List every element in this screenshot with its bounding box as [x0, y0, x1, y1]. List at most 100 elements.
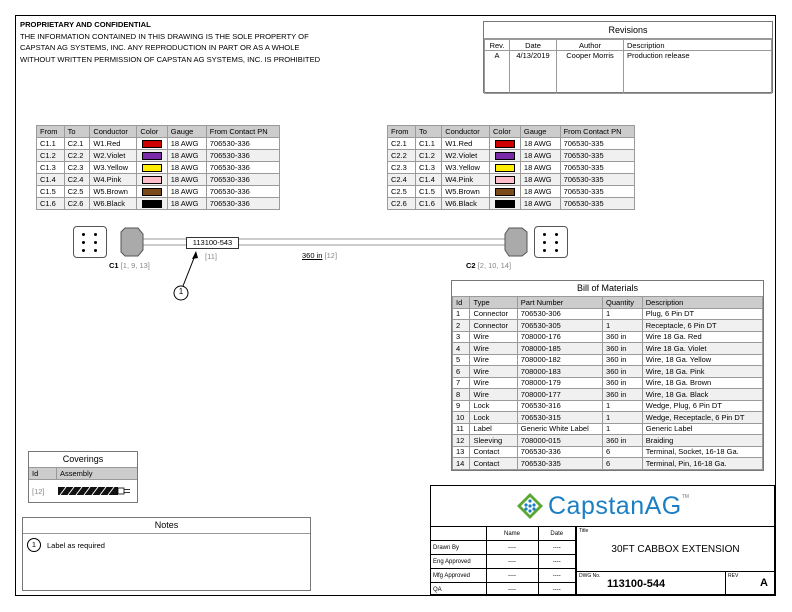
color-swatch — [494, 140, 515, 148]
coverings-header: Id — [29, 468, 57, 479]
wire-color — [489, 197, 521, 210]
title-block: CapstanAG TM Name Date Drawn By ---- ---… — [430, 485, 775, 596]
bom-cell: 9 — [451, 399, 471, 412]
wire-from: C2.2 — [386, 149, 417, 162]
harness-length-value: 360 in — [302, 251, 323, 260]
wire-conductor: W4.Pink — [441, 173, 490, 186]
c1-pin — [94, 233, 97, 236]
c1-pin — [82, 249, 85, 252]
revisions-table: Rev. Date Author Description A 4/13/2019… — [484, 39, 772, 94]
sheet-border — [15, 15, 776, 596]
approval-label: Eng Approved — [431, 554, 487, 569]
bom-cell: Wire, 18 Ga. Pink — [641, 365, 764, 378]
wire-table-header: Conductor — [441, 125, 490, 138]
proprietary-notice: PROPRIETARY AND CONFIDENTIAL THE INFORMA… — [20, 19, 420, 65]
bom-cell: 706530-335 — [516, 457, 604, 470]
approval-name: ---- — [485, 554, 539, 569]
bom-cell: 14 — [451, 457, 471, 470]
wire-pn: 706530-335 — [559, 197, 636, 210]
c1-label: C1 [1, 9, 13] — [109, 261, 150, 270]
drawing-title: 30FT CABBOX EXTENSION — [611, 544, 740, 555]
bom-cell: Lock — [469, 411, 518, 424]
bom-cell: Terminal, Pin, 16-18 Ga. — [641, 457, 764, 470]
bom-cell: Wedge, Receptacle, 6 Pin DT — [641, 411, 764, 424]
c2-connector-body — [504, 227, 528, 257]
callout-arrowhead — [192, 251, 198, 259]
bom-cell: 360 in — [602, 330, 643, 343]
coverings-header-row: Id Assembly — [29, 467, 137, 480]
bom-header: Id — [451, 296, 471, 309]
c1-pin — [82, 241, 85, 244]
revision-cell: 4/13/2019 — [509, 50, 557, 94]
approval-name: ---- — [485, 582, 539, 596]
wire-pn: 706530-336 — [205, 173, 281, 186]
bom-cell: Wire, 18 Ga. Yellow — [641, 353, 764, 366]
bom-cell: 3 — [451, 330, 471, 343]
wire-pn: 706530-336 — [205, 161, 281, 174]
color-swatch — [494, 152, 515, 160]
approval-label: QA — [431, 582, 487, 596]
coverings-title: Coverings — [62, 454, 104, 464]
logo-trademark: TM — [681, 494, 689, 500]
wire-pn: 706530-336 — [205, 197, 281, 210]
wire-table-header: Conductor — [89, 125, 138, 138]
dwg-field: DWG No. 113100-544 — [577, 571, 726, 595]
approvals-header: Name — [485, 527, 539, 541]
coverings-row: [12] — [29, 480, 137, 502]
approval-date: ---- — [537, 540, 576, 555]
c1-pin — [94, 241, 97, 244]
bom-cell: Terminal, Socket, 16-18 Ga. — [641, 445, 764, 458]
approval-date: ---- — [537, 582, 576, 596]
harness-length-ref: [12] — [324, 251, 338, 260]
bom-cell: Braiding — [641, 434, 764, 447]
wire-to: C1.6 — [415, 197, 443, 210]
proprietary-line: CAPSTAN AG SYSTEMS, INC. ANY REPRODUCTIO… — [20, 43, 300, 52]
notes-title: Notes — [23, 518, 310, 534]
bom-cell: 708000-176 — [516, 330, 604, 343]
harness-label-tag: 113100-543 — [186, 237, 239, 249]
bom-cell: 1 — [602, 411, 643, 424]
bom-header: Description — [641, 296, 764, 309]
rev-label: REV — [728, 573, 739, 579]
bom-cell: Contact — [469, 445, 518, 458]
bom-cell: 708000-179 — [516, 376, 604, 389]
bom-cell: 706530-315 — [516, 411, 604, 424]
wire-to: C1.4 — [415, 173, 443, 186]
logo-text: CapstanAG — [548, 491, 682, 520]
bom-cell: 2 — [451, 319, 471, 332]
note-text: Label as required — [47, 540, 105, 550]
bom-header: Part Number — [516, 296, 604, 309]
c1-name: C1 — [109, 261, 119, 270]
bom-cell: Connector — [469, 319, 518, 332]
c1-connector-face — [73, 226, 107, 258]
bom-cell: 12 — [451, 434, 471, 447]
wire-color — [136, 149, 168, 162]
note-number: 1 — [27, 538, 41, 552]
c1-pin — [94, 249, 97, 252]
rev-value: A — [760, 577, 768, 589]
wire-table-header: Color — [136, 125, 168, 138]
bom-header: Type — [469, 296, 518, 309]
rev-field: REV A — [726, 571, 774, 595]
bom-cell: 6 — [451, 365, 471, 378]
approval-date: ---- — [537, 568, 576, 583]
bom-cell: 360 in — [602, 365, 643, 378]
bom-cell: Wire 18 Ga. Red — [641, 330, 764, 343]
wire-conductor: W2.Violet — [441, 149, 490, 162]
bom-cell: 706530-336 — [516, 445, 604, 458]
bom-cell: Generic Label — [641, 422, 764, 435]
color-swatch — [142, 140, 163, 148]
